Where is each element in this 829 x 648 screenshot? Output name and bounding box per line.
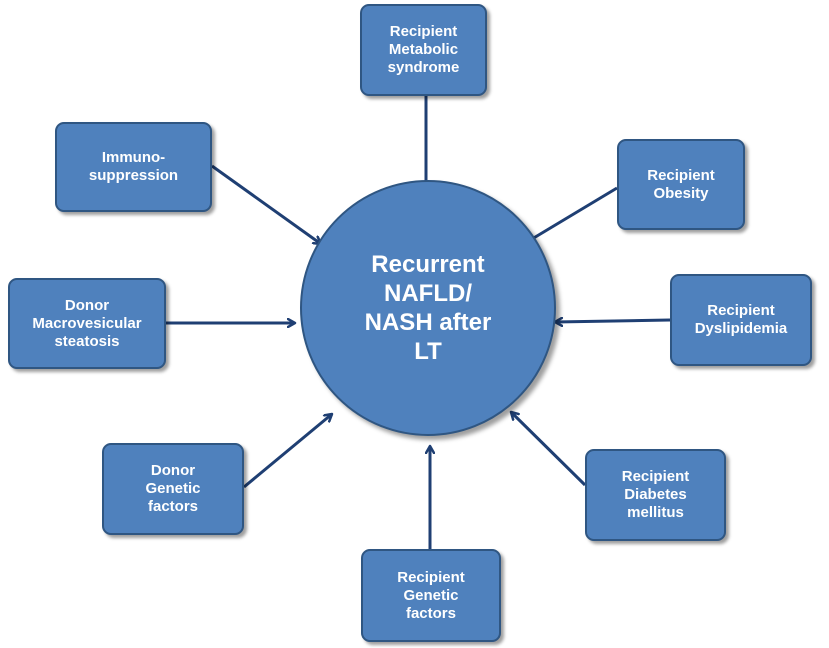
arrow-immunosuppression bbox=[211, 164, 321, 244]
factor-box-donor-macrovesicular-steatosis: Donor Macrovesicular steatosis bbox=[8, 278, 166, 369]
factor-label-recipient-metabolic-syndrome: Recipient Metabolic syndrome bbox=[387, 23, 460, 76]
factor-box-recipient-metabolic-syndrome: Recipient Metabolic syndrome bbox=[360, 4, 487, 96]
factor-box-donor-genetic-factors: Donor Genetic factors bbox=[102, 443, 244, 535]
arrow-diabetes-mellitus bbox=[511, 412, 587, 487]
factor-box-recipient-dyslipidemia: Recipient Dyslipidemia bbox=[670, 274, 812, 366]
arrow-obesity bbox=[527, 186, 618, 244]
factor-box-recipient-genetic-factors: Recipient Genetic factors bbox=[361, 549, 501, 642]
factor-label-recipient-diabetes-mellitus: Recipient Diabetes mellitus bbox=[621, 468, 690, 521]
arrow-dyslipidemia bbox=[555, 320, 671, 322]
factor-label-recipient-dyslipidemia: Recipient Dyslipidemia bbox=[694, 302, 788, 337]
factor-label-donor-genetic-factors: Donor Genetic factors bbox=[145, 462, 201, 515]
arrow-donor-genetic-factors bbox=[243, 414, 332, 489]
central-outcome-circle: Recurrent NAFLD/ NASH after LT bbox=[300, 180, 556, 436]
factor-box-recipient-diabetes-mellitus: Recipient Diabetes mellitus bbox=[585, 449, 726, 541]
factor-box-immunosuppression: Immuno- suppression bbox=[55, 122, 212, 212]
factor-label-recipient-obesity: Recipient Obesity bbox=[647, 166, 715, 202]
factor-label-immunosuppression: Immuno- suppression bbox=[88, 149, 179, 184]
factor-label-recipient-genetic-factors: Recipient Genetic factors bbox=[397, 568, 465, 622]
factor-label-donor-macrovesicular-steatosis: Donor Macrovesicular steatosis bbox=[32, 296, 142, 350]
central-outcome-label: Recurrent NAFLD/ NASH after LT bbox=[364, 251, 492, 365]
factor-box-recipient-obesity: Recipient Obesity bbox=[617, 139, 745, 230]
